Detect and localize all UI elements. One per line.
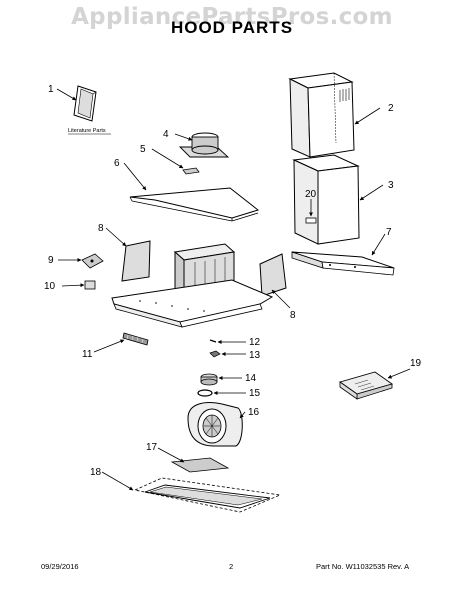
callout-16: 16 [248, 407, 260, 418]
small-bracket [182, 167, 200, 175]
top-plate [129, 187, 260, 222]
literature-parts-label: Literature Parts [68, 128, 106, 134]
light-strip [122, 332, 149, 346]
bottom-panel [133, 477, 282, 513]
callout-15: 15 [249, 388, 261, 399]
screw [209, 339, 217, 343]
callout-10: 10 [44, 281, 56, 292]
side-panel-right [259, 253, 287, 297]
callout-17: 17 [146, 442, 158, 453]
nut [209, 350, 221, 358]
callout-5: 5 [140, 144, 146, 155]
hood-body [111, 243, 274, 328]
collar [200, 373, 218, 386]
callout-3: 3 [388, 180, 394, 191]
support-bracket [291, 251, 395, 276]
blower-motor [187, 402, 243, 447]
callout-11: 11 [82, 349, 93, 360]
control-keypad [338, 371, 394, 400]
footer-part-number: Part No. W11032535 Rev. A [316, 562, 410, 571]
callout-1: 1 [48, 84, 54, 95]
page-title: HOOD PARTS [170, 18, 294, 37]
upper-chimney-cover [288, 72, 355, 158]
callout-4: 4 [163, 129, 169, 140]
lower-chimney-cover [292, 154, 360, 245]
callout-12: 12 [249, 337, 261, 348]
duct-connector [178, 132, 230, 158]
callout-8-left: 8 [98, 223, 104, 234]
callout-14: 14 [245, 373, 257, 384]
callout-2: 2 [388, 103, 394, 114]
literature-booklet [73, 85, 97, 122]
side-panel-left [121, 240, 151, 282]
ring [197, 389, 213, 397]
clip [81, 253, 104, 269]
filter-plate [170, 457, 230, 473]
watermark: AppliancePartsPros.com [71, 4, 393, 30]
callout-7: 7 [386, 227, 392, 238]
callout-13: 13 [249, 350, 261, 361]
footer-date: 09/29/2016 [41, 562, 79, 571]
connector-block [84, 280, 96, 290]
footer-page-number: 2 [229, 562, 234, 571]
callout-9: 9 [48, 255, 54, 266]
callout-20: 20 [305, 189, 317, 200]
callout-8-right: 8 [290, 310, 296, 321]
callout-6: 6 [114, 158, 120, 169]
callout-19: 19 [410, 358, 422, 369]
hood-parts-diagram: Literature Parts [44, 72, 422, 513]
leader-lines [56, 88, 411, 491]
callout-18: 18 [90, 467, 102, 478]
